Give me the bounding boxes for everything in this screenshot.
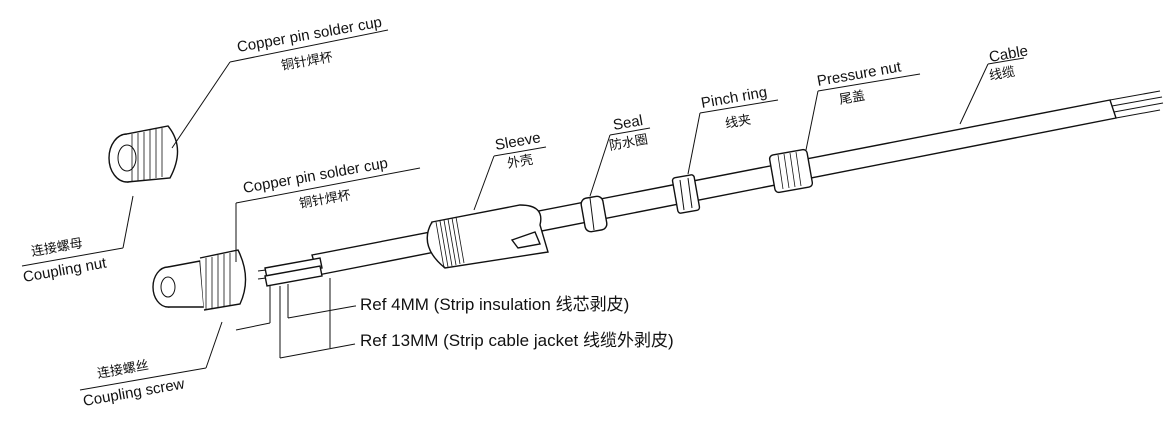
sleeve-label-zh: 外壳: [506, 152, 534, 171]
coupling-screw-label-zh: 连接螺丝: [96, 357, 150, 381]
stripped-wires: [257, 257, 323, 287]
pressure-nut-label-zh: 尾盖: [838, 88, 866, 107]
coupling-nut: [108, 125, 179, 183]
sleeve: [426, 204, 549, 269]
seal-label-en: Seal: [612, 112, 645, 134]
seal-label-zh: 防水圈: [608, 131, 649, 153]
pressure-nut-label-en: Pressure nut: [816, 58, 904, 90]
pinch-ring-label-zh: 线夹: [724, 112, 752, 131]
top-cup-label-en: Copper pin solder cup: [236, 14, 383, 56]
coupling-nut-label-en: Coupling nut: [22, 254, 109, 286]
mid-cup-label-zh: 铜针焊杯: [298, 187, 352, 211]
cable-label-en: Cable: [988, 42, 1030, 66]
ref-13mm-label: Ref 13MM (Strip cable jacket 线缆外剥皮): [360, 331, 674, 350]
sleeve-label-en: Sleeve: [494, 129, 542, 154]
coupling-nut-label-zh: 连接螺母: [30, 235, 84, 259]
pinch-ring: [671, 174, 701, 214]
cable-label-zh: 线缆: [988, 64, 1016, 83]
pressure-nut: [768, 148, 814, 194]
ref-4mm-label: Ref 4MM (Strip insulation 线芯剥皮): [360, 295, 629, 314]
leader-lines: [21, 29, 1025, 391]
mid-cup-label-en: Copper pin solder cup: [242, 155, 389, 197]
top-cup-label-zh: 铜针焊杯: [280, 49, 334, 73]
coupling-screw: [152, 249, 247, 311]
seal: [580, 195, 608, 233]
